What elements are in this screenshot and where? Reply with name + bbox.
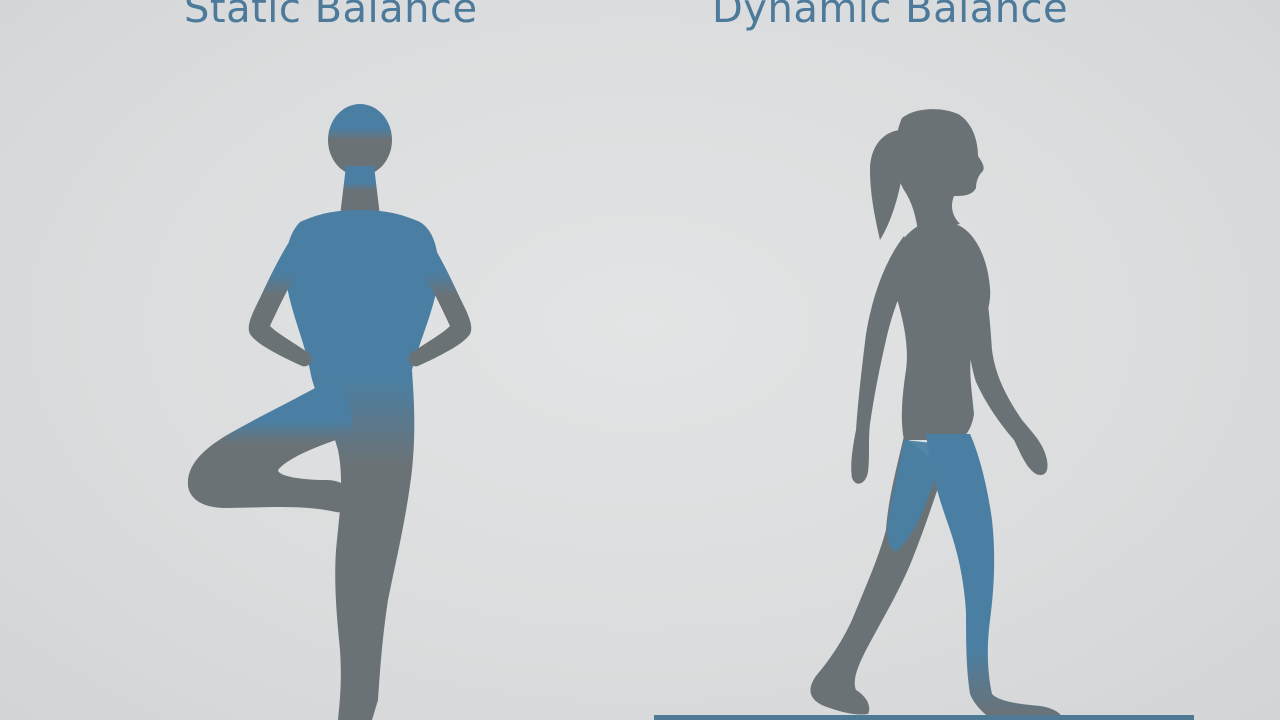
dynamic-figure-head — [895, 109, 984, 232]
dynamic-figure-torso — [892, 222, 991, 440]
dynamic-figure-back-thigh-highlight — [887, 440, 942, 552]
dynamic-figure-ponytail — [870, 130, 904, 240]
static-balance-figure — [187, 104, 472, 720]
static-figure-bent-leg — [187, 376, 352, 513]
static-figure-left-arm — [248, 226, 312, 367]
static-figure-right-arm — [408, 226, 472, 367]
static-figure-body — [285, 210, 439, 720]
dynamic-figure-front-leg — [926, 434, 1062, 718]
dynamic-ground-line — [654, 715, 1194, 720]
dynamic-figure-back-arm — [851, 236, 914, 484]
dynamic-figure-front-arm — [966, 262, 1048, 476]
static-figure-head — [328, 104, 392, 176]
static-figure-neck — [340, 166, 380, 216]
dynamic-balance-figure — [810, 109, 1062, 718]
dynamic-balance-title: Dynamic Balance — [712, 0, 1069, 32]
static-balance-title: Static Balance — [184, 0, 478, 32]
